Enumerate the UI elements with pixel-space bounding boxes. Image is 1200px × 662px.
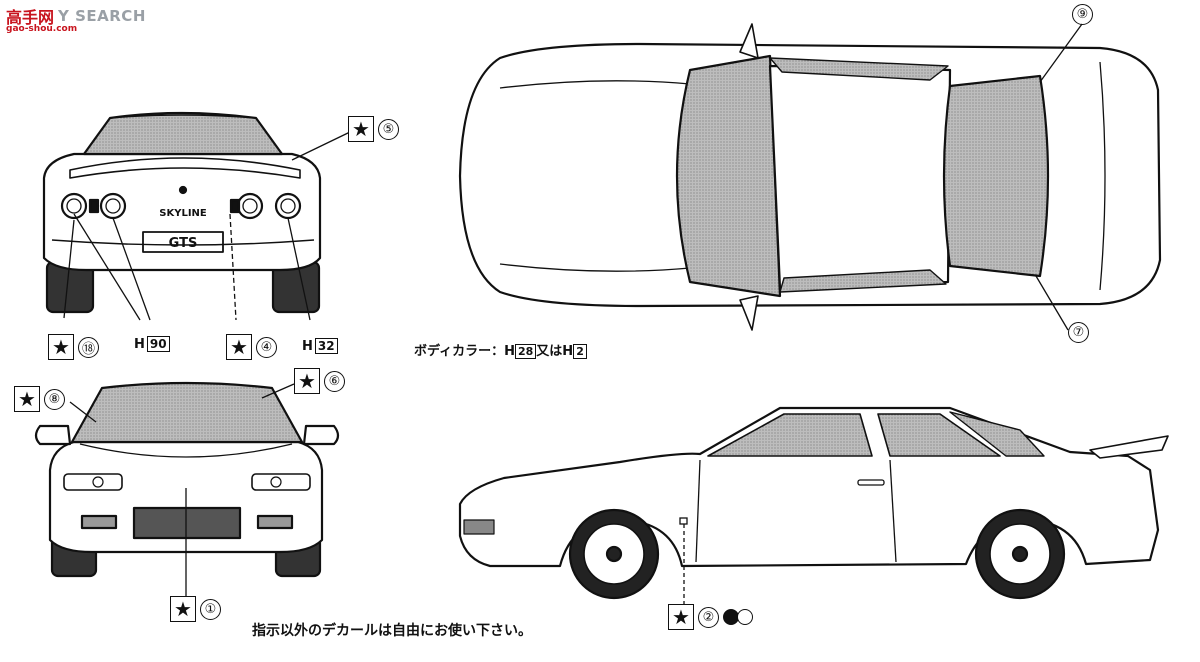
label-4: ★ ④: [226, 334, 277, 360]
watermark-text: Y SEARCH: [58, 7, 146, 25]
star-icon: ★: [48, 334, 74, 360]
two-tone-color-icon: [723, 607, 757, 627]
body-color-mid: 又はH: [536, 344, 574, 359]
top-view: [458, 23, 1162, 331]
callout-1: ①: [200, 598, 221, 620]
watermark-logo: 高手网: [6, 8, 55, 27]
callout-5: ⑤: [378, 118, 399, 140]
star-icon: ★: [348, 116, 374, 142]
watermark: 高手网 Y SEARCH: [6, 4, 146, 28]
label-2: ★ ②: [668, 604, 757, 630]
star-icon: ★: [294, 368, 320, 394]
side-view: [458, 406, 1169, 600]
rear-view: [42, 111, 322, 314]
rear-badge: SKYLINE: [159, 208, 207, 219]
paint-number: 90: [146, 336, 170, 352]
paint-prefix: H: [302, 338, 313, 354]
label-8: ★ ⑧: [14, 386, 65, 412]
paint-prefix: H: [134, 336, 145, 352]
paint-h90: H 90: [134, 336, 170, 352]
body-color-num2: 2: [573, 344, 587, 359]
rear-plate: GTS: [169, 236, 198, 251]
callout-9: ⑨: [1072, 4, 1093, 25]
label-6: ★ ⑥: [294, 368, 345, 394]
star-icon: ★: [668, 604, 694, 630]
watermark-url: gao-shou.com: [6, 24, 78, 34]
star-icon: ★: [14, 386, 40, 412]
body-color-prefix: ボディカラー：H: [414, 344, 515, 359]
paint-h92: H 32: [302, 338, 338, 354]
star-icon: ★: [170, 596, 196, 622]
label-7: ⑦: [1068, 322, 1089, 343]
decal-free-use-note: 指示以外のデカールは自由にお使い下さい。: [252, 623, 532, 639]
star-icon: ★: [226, 334, 252, 360]
label-18: ★ ⑱: [48, 334, 99, 360]
callout-6: ⑥: [324, 370, 345, 392]
callout-4: ④: [256, 336, 277, 358]
label-5: ★ ⑤: [348, 116, 399, 142]
label-9: ⑨: [1072, 4, 1093, 25]
callout-18: ⑱: [78, 336, 99, 358]
label-1: ★ ①: [170, 596, 221, 622]
callout-2: ②: [698, 606, 719, 628]
callout-7: ⑦: [1068, 322, 1089, 343]
body-color-num1: 28: [514, 344, 537, 359]
paint-number: 32: [314, 338, 338, 354]
callout-8: ⑧: [44, 388, 65, 410]
front-view: [34, 381, 340, 578]
